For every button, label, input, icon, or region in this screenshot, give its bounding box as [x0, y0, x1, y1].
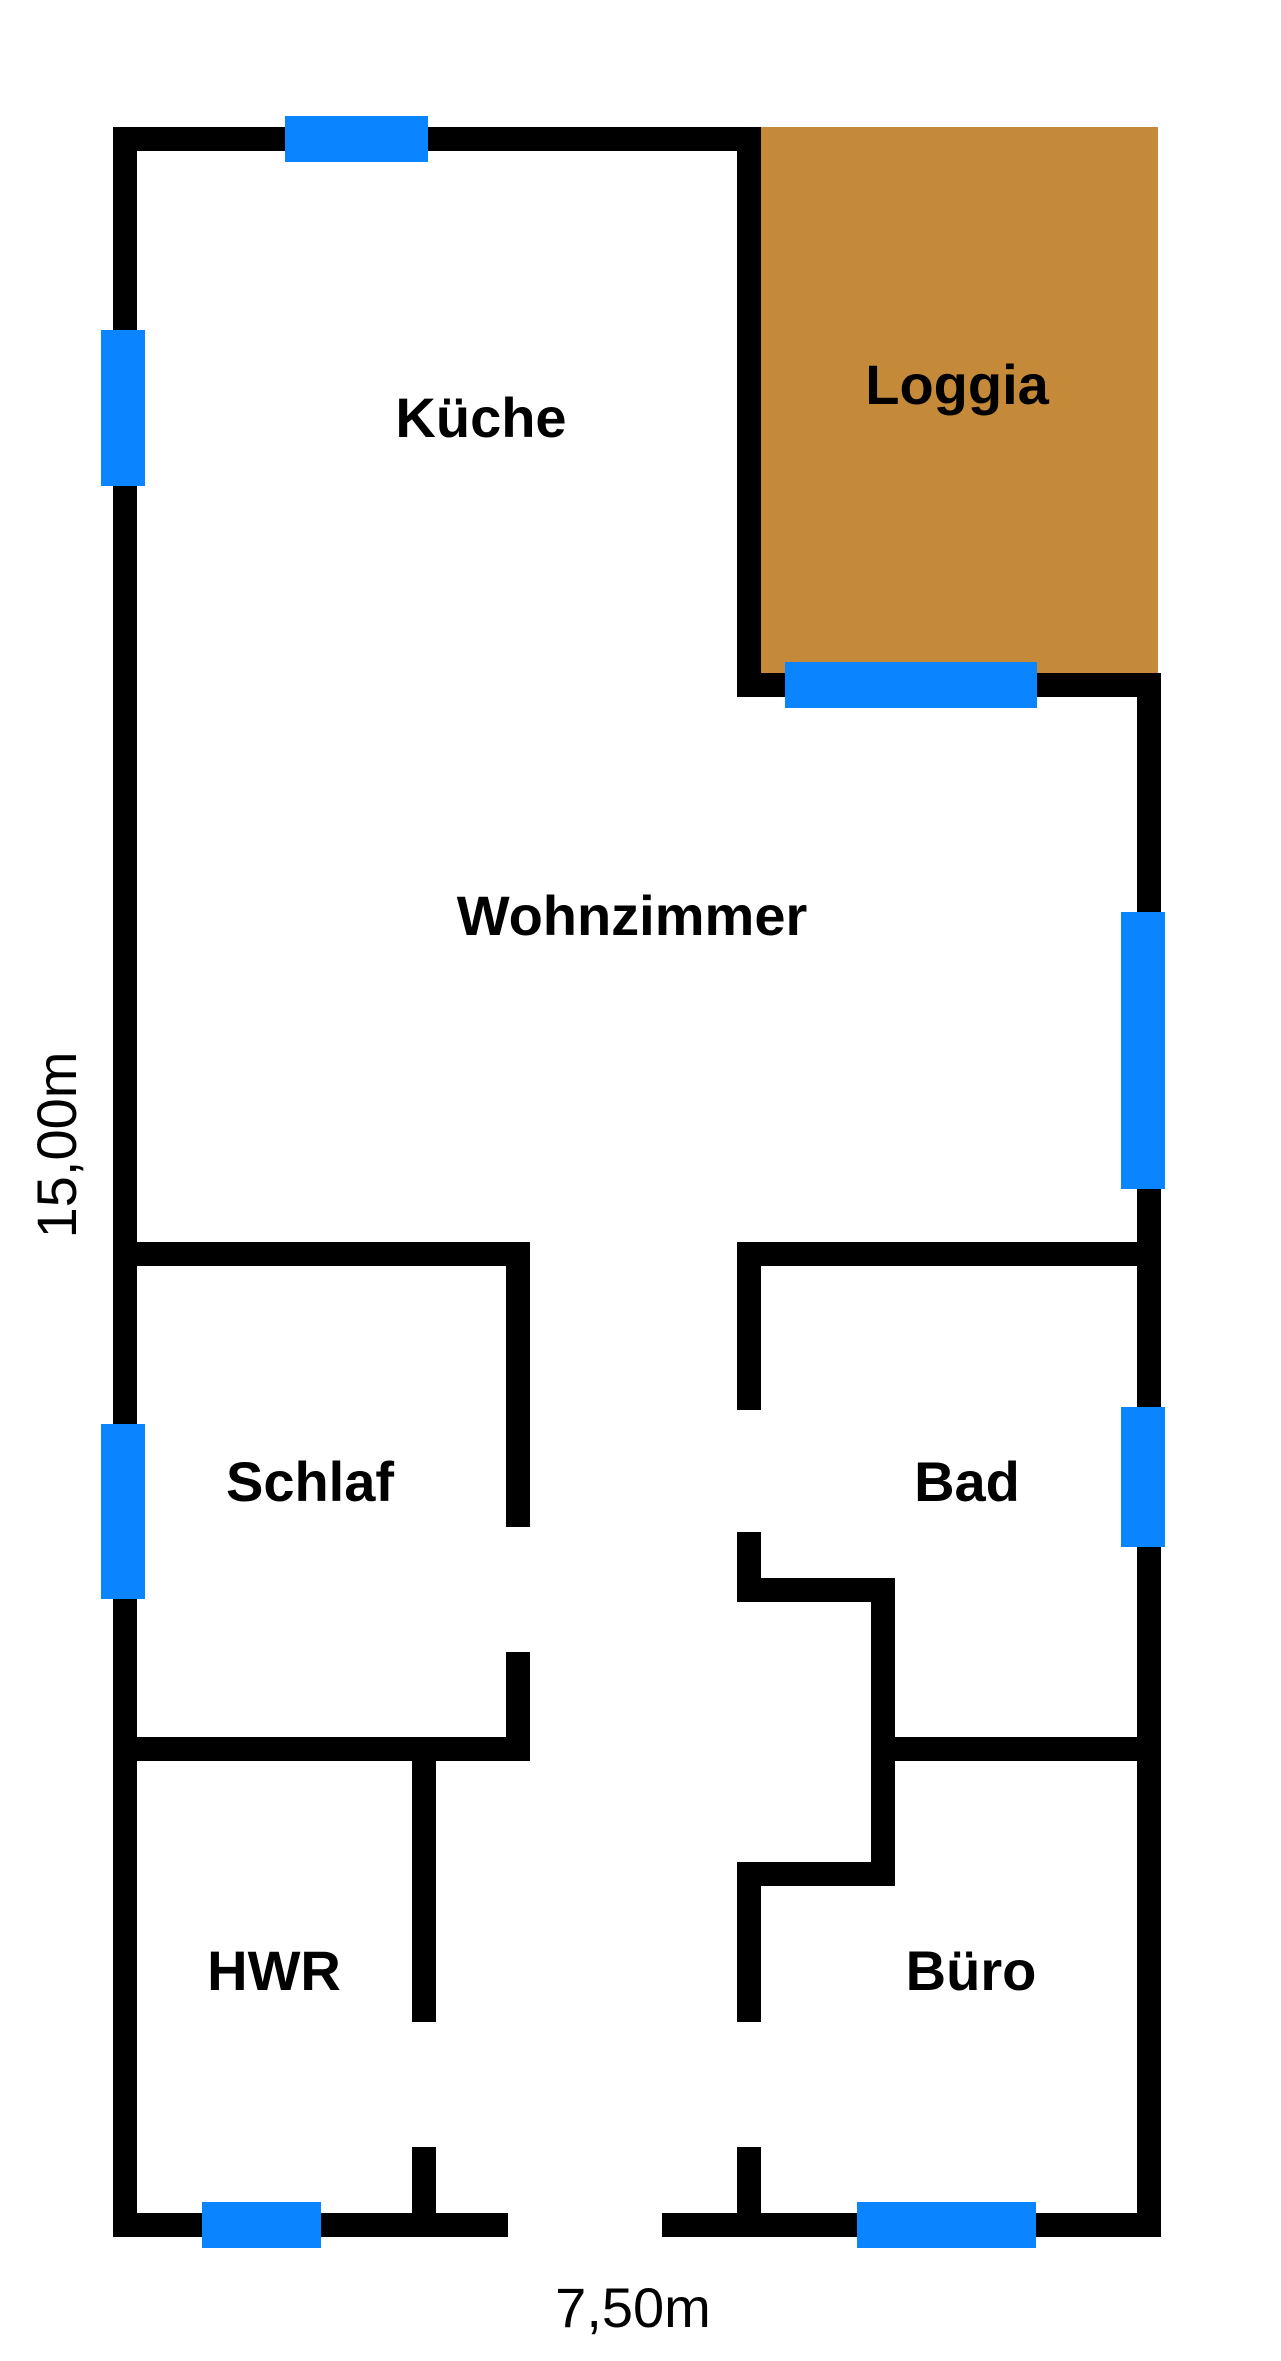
room-label-kueche: Küche: [395, 386, 566, 449]
wall-bad-notch-right: [871, 1578, 895, 1886]
window-wohnzimmer-right: [1121, 912, 1165, 1189]
window-kueche-left: [101, 330, 145, 486]
window-bad-right: [1121, 1407, 1165, 1547]
wall-loggia-left: [737, 127, 761, 697]
wall-bad-notch-top: [737, 1578, 895, 1602]
room-label-bad: Bad: [914, 1450, 1020, 1513]
wall-hwr-right-lower: [412, 2147, 436, 2237]
window-kueche-top: [285, 116, 428, 162]
window-schlaf-left: [101, 1424, 145, 1599]
window-buero-bottom: [857, 2202, 1036, 2248]
window-hwr-bottom: [202, 2202, 321, 2248]
wall-bad-top: [737, 1242, 1161, 1266]
wall-schlaf-top: [113, 1242, 530, 1266]
wall-buero-left-lower: [737, 2147, 761, 2237]
dimension-height: 15,00m: [25, 1052, 88, 1239]
room-label-hwr: HWR: [207, 1939, 341, 2002]
wall-schlaf-bottom: [113, 1737, 530, 1761]
wall-hwr-right-upper: [412, 1737, 436, 2022]
wall-schlaf-right-upper: [506, 1242, 530, 1527]
room-label-wohnzimmer: Wohnzimmer: [457, 884, 808, 947]
loggia-area: [758, 127, 1158, 676]
room-label-loggia: Loggia: [865, 353, 1049, 416]
windows: [101, 116, 1165, 2248]
dimension-width: 7,50m: [555, 2276, 711, 2339]
wall-top: [113, 127, 761, 151]
window-wohnzimmer-top: [785, 662, 1037, 708]
wall-bad-left-upper: [737, 1242, 761, 1410]
room-label-buero: Büro: [906, 1939, 1037, 2002]
room-label-schlaf: Schlaf: [226, 1450, 394, 1513]
wall-bad-bottom: [871, 1737, 1161, 1761]
wall-buero-left-upper: [737, 1862, 761, 2022]
wall-buero-notch: [737, 1862, 895, 1886]
